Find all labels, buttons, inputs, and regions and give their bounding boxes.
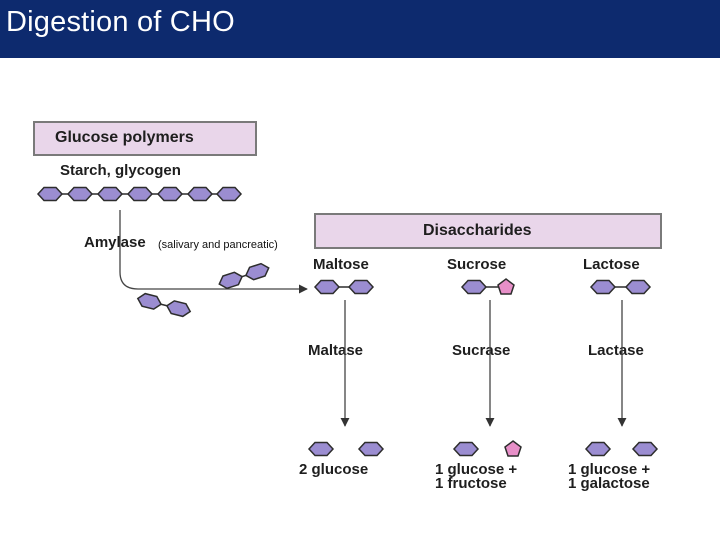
sucrose-product-line1: 1 glucose +	[435, 461, 518, 478]
lactose-products	[585, 441, 658, 457]
glucose-polymers-header: Glucose polymers	[55, 129, 194, 146]
lactase-label: Lactase	[588, 342, 644, 359]
maltose-product: 2 glucose	[299, 461, 369, 478]
lactose-molecule	[590, 279, 651, 295]
sucrose-product-line2: 1 fructose	[435, 475, 507, 492]
amylase-note: (salivary and pancreatic)	[158, 239, 278, 251]
starch-chain	[37, 186, 242, 202]
maltose-products	[308, 441, 384, 457]
sucrose-molecule	[461, 278, 515, 295]
maltase-label: Maltase	[308, 342, 364, 359]
disaccharides-box: Disaccharides	[314, 213, 662, 249]
sucrose-label: Sucrose	[447, 256, 507, 273]
disaccharides-header: Disaccharides	[423, 222, 532, 239]
starch-glycogen-label: Starch, glycogen	[60, 162, 181, 179]
maltose-label: Maltose	[313, 256, 369, 273]
lactose-label: Lactose	[583, 256, 640, 273]
amylase-pathway-arrow	[119, 210, 308, 294]
lactose-product-line1: 1 glucose +	[568, 461, 651, 478]
maltose-fragment-lower	[135, 291, 193, 319]
maltose-molecule	[314, 279, 374, 295]
sucrase-label: Sucrase	[452, 342, 511, 359]
title-bar: Digestion of CHO	[0, 0, 720, 58]
glucose-polymers-box: Glucose polymers	[33, 121, 257, 156]
maltose-fragment-upper	[216, 261, 272, 291]
amylase-label: Amylase	[84, 234, 146, 251]
sucrose-products	[453, 440, 522, 457]
slide-title: Digestion of CHO	[6, 6, 235, 38]
lactose-product-line2: 1 galactose	[568, 475, 650, 492]
